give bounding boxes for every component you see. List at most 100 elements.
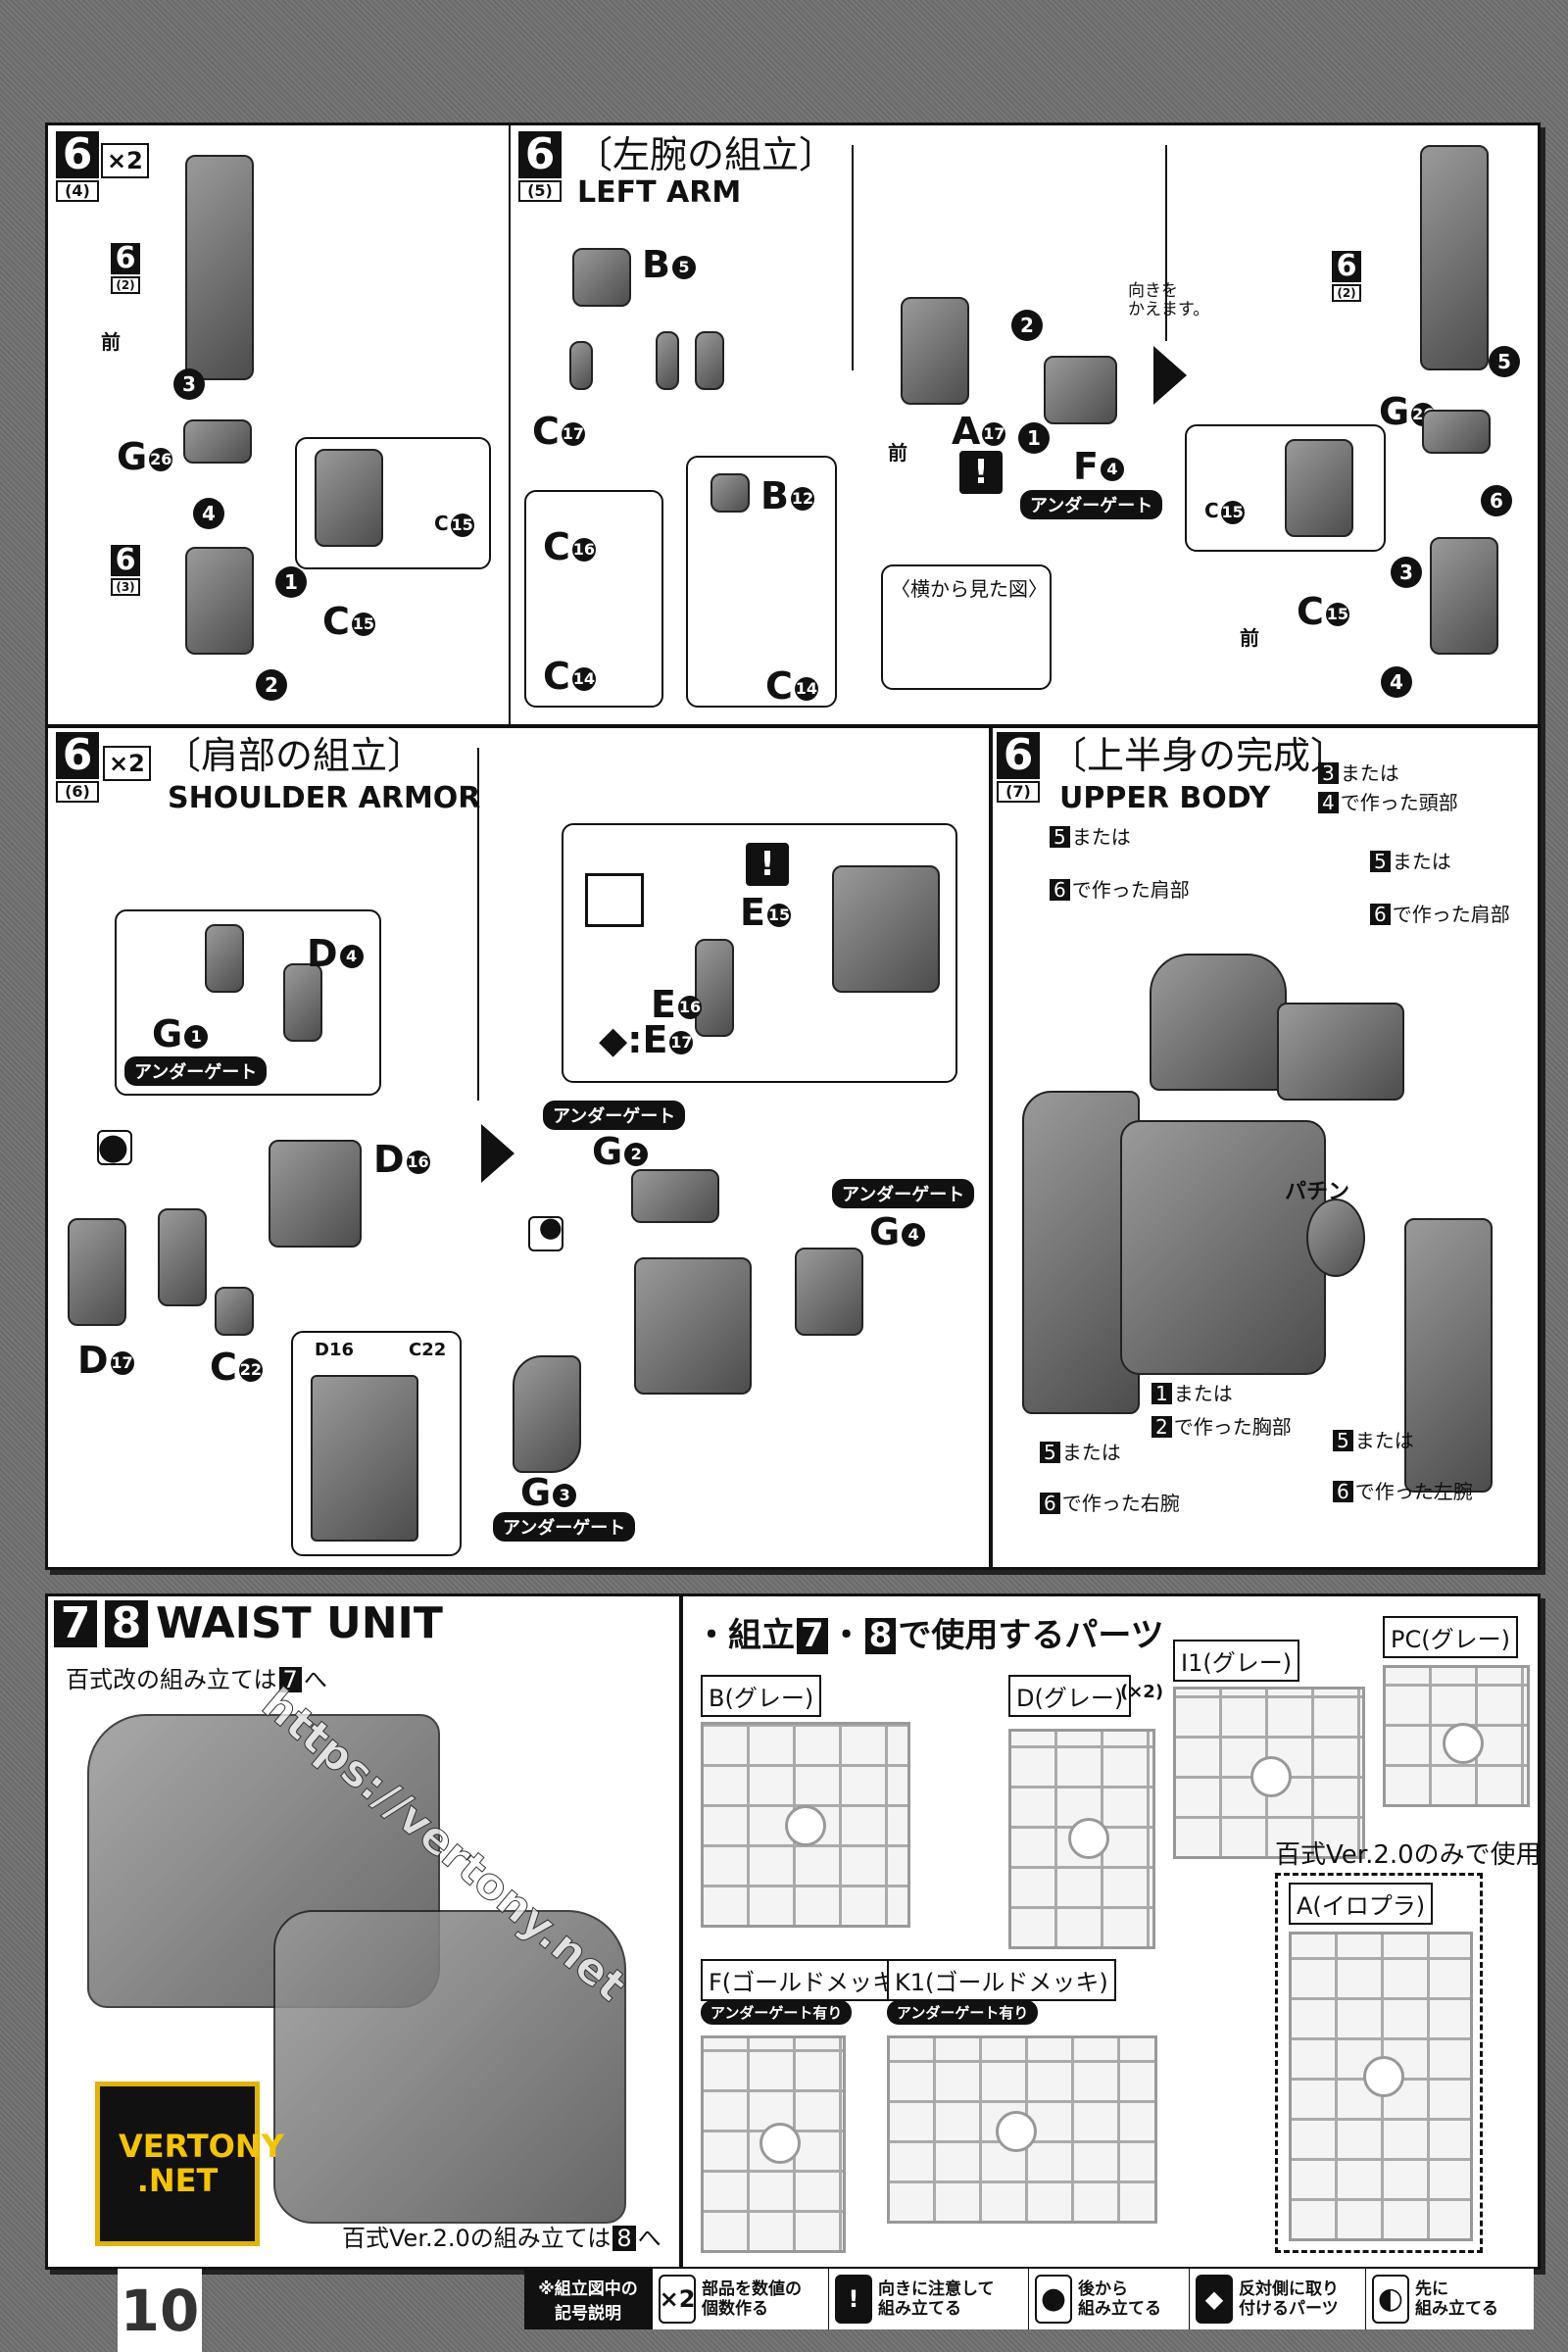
legend-item-caution: !向きに注意して 組み立てる bbox=[828, 2269, 1028, 2329]
runner-a bbox=[1289, 1932, 1473, 2241]
label-c22-small: C22 bbox=[409, 1340, 447, 1360]
assemble-later-icon bbox=[97, 1130, 132, 1165]
runner-d bbox=[1008, 1729, 1155, 1949]
ver2-only-box bbox=[1275, 1873, 1483, 2253]
runner-f bbox=[701, 2035, 846, 2253]
label-d16-small: D16 bbox=[315, 1340, 354, 1360]
under-gate-badge: アンダーゲート bbox=[832, 1179, 975, 1208]
under-gate-badge: アンダーゲート bbox=[543, 1101, 686, 1130]
step-num-5: 5 bbox=[1489, 346, 1520, 377]
arm-part-lower bbox=[185, 547, 254, 655]
under-gate-yes-f: アンダーゲート有り bbox=[701, 2000, 853, 2025]
step-num-2: 2 bbox=[1011, 310, 1043, 341]
runner-d-count: (×2) bbox=[1120, 1682, 1164, 1702]
g26-part bbox=[183, 419, 252, 464]
ref-step-6-3: 6(3) bbox=[111, 545, 140, 596]
runner-b bbox=[701, 1722, 910, 1928]
runner-tag-i1: I1(グレー) bbox=[1173, 1640, 1300, 1682]
legend-item-assemble-later: ●後から 組み立てる bbox=[1028, 2269, 1189, 2329]
runner-tag-b: B(グレー) bbox=[701, 1675, 822, 1717]
front-label: 前 bbox=[101, 330, 121, 354]
turn-note: 向きを かえます。 bbox=[1128, 281, 1210, 319]
step-num-1: 1 bbox=[1018, 422, 1050, 454]
step-num-1: 1 bbox=[275, 566, 307, 598]
runner-pc bbox=[1383, 1665, 1530, 1807]
caution-icon: ! bbox=[959, 451, 1003, 494]
page-number-box: 10 bbox=[118, 2269, 202, 2352]
snap-label: パチン bbox=[1285, 1180, 1350, 1204]
front-label-right: 前 bbox=[1240, 626, 1259, 650]
step-num-3: 3 bbox=[173, 368, 205, 400]
title-upper-body-jp: 〔上半身の完成〕 bbox=[1050, 734, 1348, 777]
step-6-4: 6(4) bbox=[56, 131, 99, 202]
mirror-icon: ◆ bbox=[1196, 2275, 1233, 2324]
step-6-7: 6(7) bbox=[997, 732, 1040, 803]
side-view-label: 〈横から見た図〉 bbox=[891, 577, 1048, 601]
ref-step-6-2-right: 6(2) bbox=[1332, 251, 1361, 302]
caution-icon: ! bbox=[835, 2275, 872, 2324]
assemble-first-icon: ◐ bbox=[1372, 2275, 1409, 2324]
title-shoulder-jp: 〔肩部の組立〕 bbox=[164, 734, 425, 777]
runner-tag-d: D(グレー) bbox=[1008, 1675, 1132, 1717]
runner-tag-a: A(イロプラ) bbox=[1289, 1883, 1434, 1925]
under-gate-badge: アンダーゲート bbox=[493, 1512, 636, 1542]
runner-k1 bbox=[887, 2035, 1157, 2224]
step-num-6: 6 bbox=[1481, 485, 1512, 516]
x2-badge: ×2 bbox=[103, 746, 151, 781]
title-left-arm-jp: 〔左腕の組立〕 bbox=[575, 133, 837, 176]
ver2-only-label: 百式Ver.2.0のみで使用 bbox=[1275, 1840, 1541, 1870]
arrow-next bbox=[481, 1124, 514, 1183]
runner-tag-f: F(ゴールドメッキ) bbox=[701, 1959, 913, 2001]
under-gate-badge: アンダーゲート bbox=[1020, 490, 1163, 519]
caution-icon: ! bbox=[746, 843, 789, 886]
side-view-box bbox=[881, 564, 1052, 690]
step-num-2: 2 bbox=[256, 669, 287, 701]
title-shoulder-en: SHOULDER ARMOR bbox=[168, 781, 481, 815]
step-6-6: 6(6) bbox=[56, 732, 99, 803]
arm-part-upper bbox=[185, 155, 254, 380]
assemble-first-icon bbox=[528, 1216, 564, 1251]
under-gate-yes-k1: アンダーゲート有り bbox=[887, 2000, 1039, 2025]
step-num-3: 3 bbox=[1391, 557, 1422, 588]
runner-i1 bbox=[1173, 1687, 1365, 1859]
assemble-later-icon: ● bbox=[1035, 2275, 1072, 2324]
page-number: 10 bbox=[120, 2277, 200, 2344]
step-6-5: 6(5) bbox=[518, 131, 562, 202]
front-label: 前 bbox=[888, 441, 907, 465]
under-gate-badge: アンダーゲート bbox=[124, 1056, 268, 1086]
legend-item-mirror: ◆反対側に取り 付けるパーツ bbox=[1189, 2269, 1365, 2329]
x2-icon: ×2 bbox=[659, 2275, 696, 2324]
part-top-view-icon bbox=[585, 873, 644, 927]
runner-tag-k1: K1(ゴールドメッキ) bbox=[887, 1959, 1116, 2001]
title-left-arm-en: LEFT ARM bbox=[577, 175, 742, 210]
